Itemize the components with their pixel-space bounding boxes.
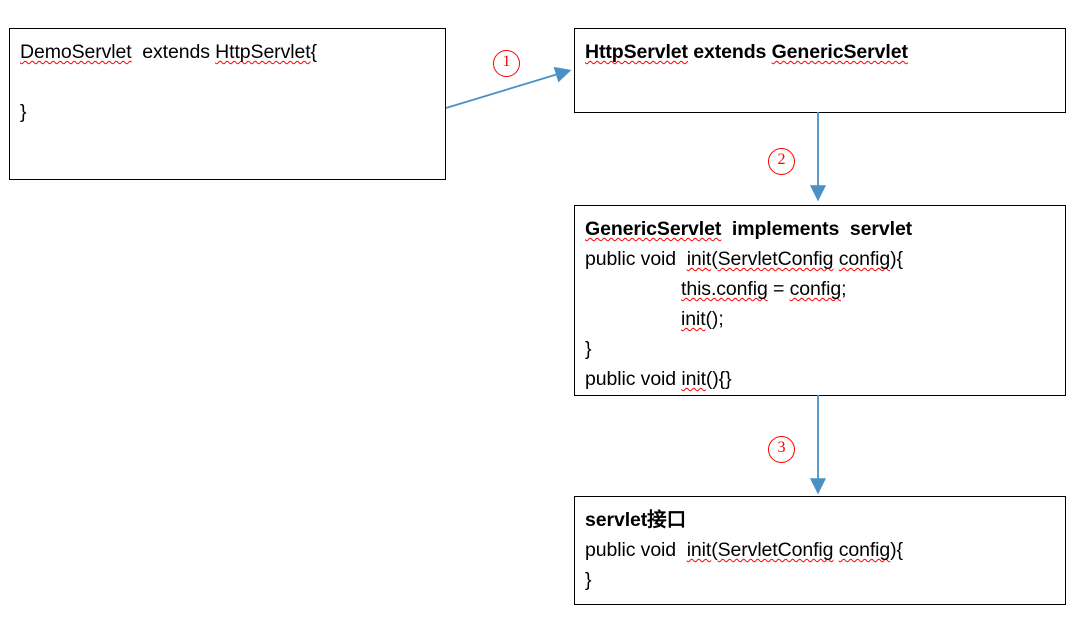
step-marker-2: 2: [768, 148, 795, 175]
code-line: servlet接口: [585, 509, 686, 531]
code-line: }: [20, 101, 27, 123]
code-line-blank: [20, 67, 445, 97]
code-line: public void init(ServletConfig config){: [585, 539, 903, 561]
code-line: HttpServlet extends GenericServlet: [585, 41, 908, 63]
code-line: this.config = config;: [681, 278, 847, 300]
code-line: DemoServlet extends HttpServlet{: [20, 41, 317, 63]
code-line: }: [585, 569, 592, 591]
code-line: init();: [681, 308, 724, 330]
class-box-genericservlet[interactable]: GenericServlet implements servlet public…: [574, 205, 1066, 396]
code-line: GenericServlet implements servlet: [585, 218, 913, 240]
code-line: public void init(){}: [585, 368, 732, 390]
code-line: }: [585, 338, 592, 360]
code-line: public void init(ServletConfig config){: [585, 248, 903, 270]
step-marker-3: 3: [768, 436, 795, 463]
arrow-genericservlet-to-servlet: [809, 395, 827, 495]
step-marker-1: 1: [493, 50, 520, 77]
arrow-demoservlet-to-httpservlet: [445, 66, 572, 109]
class-box-httpservlet[interactable]: HttpServlet extends GenericServlet: [574, 28, 1066, 113]
class-box-servlet-interface[interactable]: servlet接口 public void init(ServletConfig…: [574, 496, 1066, 605]
arrow-httpservlet-to-genericservlet: [809, 112, 827, 202]
class-box-demoservlet[interactable]: DemoServlet extends HttpServlet{ }: [9, 28, 446, 180]
